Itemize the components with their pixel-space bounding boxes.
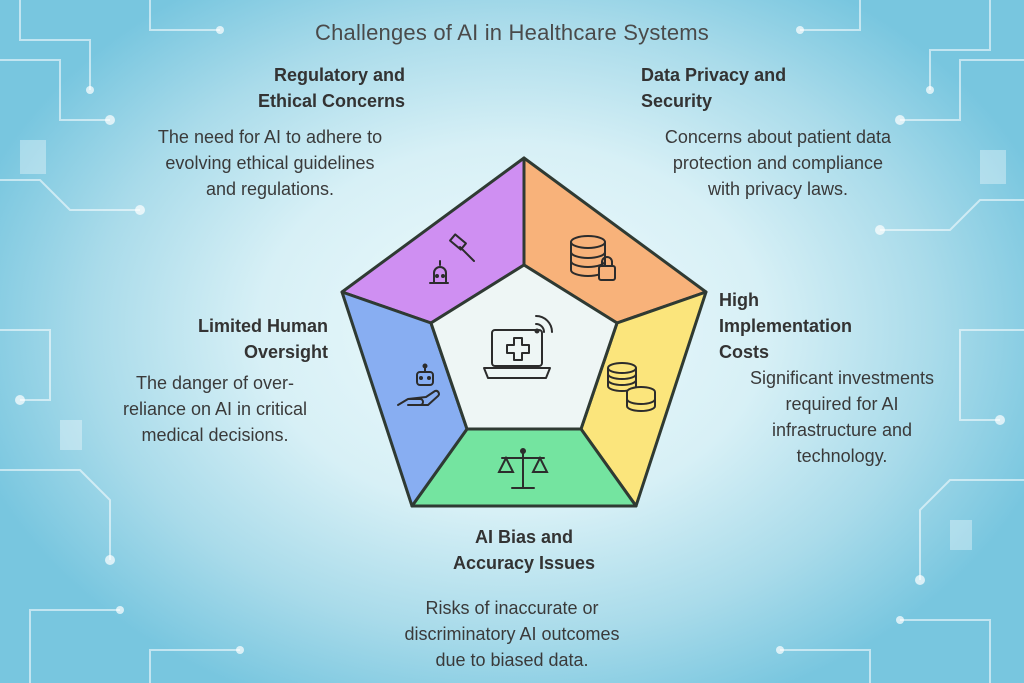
center-pentagon bbox=[429, 263, 619, 431]
desc-oversight: The danger of over- reliance on AI in cr… bbox=[122, 373, 308, 445]
scales-icon bbox=[497, 448, 549, 489]
desc-privacy: Concerns about patient data protection a… bbox=[664, 127, 892, 199]
label-bias: AI Bias and Accuracy Issues bbox=[412, 524, 636, 576]
heading-regulatory: Regulatory and Ethical Concerns bbox=[257, 65, 405, 111]
label-regulatory: Regulatory and Ethical Concerns bbox=[120, 62, 405, 114]
gavel-robot-icon bbox=[429, 233, 475, 284]
label-costs: High Implementation Costs bbox=[719, 287, 919, 365]
heading-bias: AI Bias and Accuracy Issues bbox=[452, 527, 596, 573]
heading-oversight: Limited Human Oversight bbox=[197, 316, 328, 362]
label-privacy: Data Privacy and Security bbox=[641, 62, 901, 114]
page-title: Challenges of AI in Healthcare Systems bbox=[314, 20, 710, 45]
coins-icon bbox=[607, 362, 656, 412]
label-oversight: Limited Human Oversight bbox=[130, 313, 328, 365]
laptop-medical-wifi-icon bbox=[483, 315, 553, 379]
heading-privacy: Data Privacy and Security bbox=[641, 65, 787, 111]
desc-bias: Risks of inaccurate or discriminatory AI… bbox=[404, 598, 620, 670]
robot-hand-icon bbox=[397, 363, 440, 406]
desc-regulatory: The need for AI to adhere to evolving et… bbox=[157, 127, 383, 199]
desc-costs: Significant investments required for AI … bbox=[749, 368, 935, 466]
heading-costs: High Implementation Costs bbox=[719, 290, 853, 362]
database-lock-icon bbox=[570, 235, 616, 281]
